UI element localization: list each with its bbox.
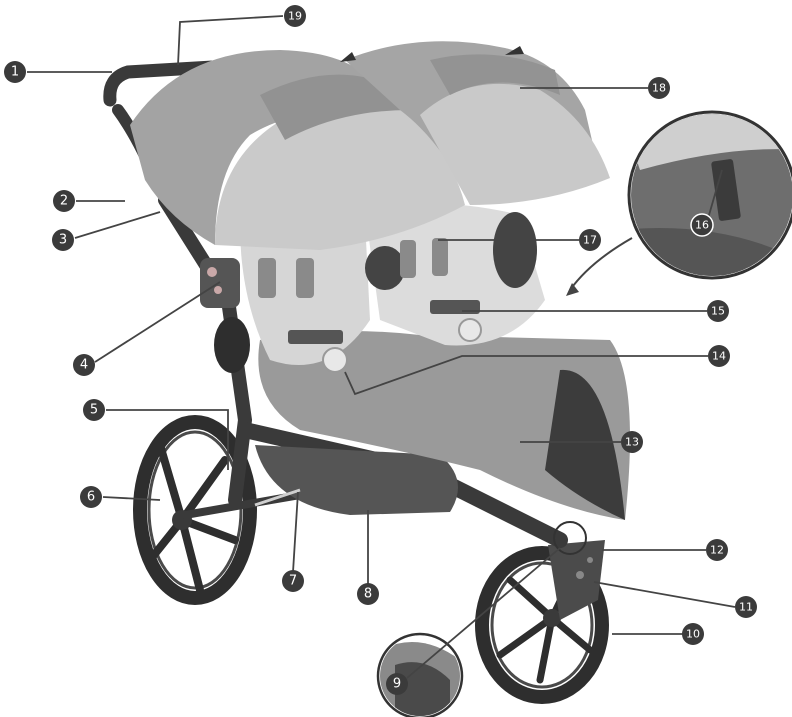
svg-text:19: 19 xyxy=(288,10,302,23)
svg-text:14: 14 xyxy=(712,350,726,363)
svg-text:15: 15 xyxy=(711,305,725,318)
callout-16: 16 xyxy=(691,214,713,236)
callout-7: 7 xyxy=(282,570,304,592)
callout-1: 1 xyxy=(4,61,26,83)
svg-text:16: 16 xyxy=(695,219,709,232)
svg-text:11: 11 xyxy=(739,601,753,614)
svg-text:4: 4 xyxy=(80,358,88,373)
svg-text:18: 18 xyxy=(652,82,666,95)
svg-text:3: 3 xyxy=(59,233,67,248)
svg-text:6: 6 xyxy=(87,490,95,505)
callout-11: 11 xyxy=(735,596,757,618)
svg-text:7: 7 xyxy=(289,574,297,589)
inset-arrow xyxy=(570,238,632,290)
callout-4: 4 xyxy=(73,354,95,376)
callout-10: 10 xyxy=(682,623,704,645)
callout-8: 8 xyxy=(357,583,379,605)
svg-text:9: 9 xyxy=(393,677,401,692)
callout-9: 9 xyxy=(386,673,408,695)
svg-text:10: 10 xyxy=(686,628,700,641)
callout-5: 5 xyxy=(83,399,105,421)
svg-text:2: 2 xyxy=(60,194,68,209)
svg-text:8: 8 xyxy=(364,587,372,602)
callout-17: 17 xyxy=(579,229,601,251)
callout-19: 19 xyxy=(284,5,306,27)
svg-text:13: 13 xyxy=(625,436,639,449)
svg-text:5: 5 xyxy=(90,403,98,418)
detail-inset-top xyxy=(620,110,792,290)
callout-6: 6 xyxy=(80,486,102,508)
stroller-illustration xyxy=(110,41,792,717)
callout-13: 13 xyxy=(621,431,643,453)
callout-3: 3 xyxy=(52,229,74,251)
svg-text:12: 12 xyxy=(710,544,724,557)
svg-text:17: 17 xyxy=(583,234,597,247)
callout-18: 18 xyxy=(648,77,670,99)
callout-12: 12 xyxy=(706,539,728,561)
svg-text:1: 1 xyxy=(11,65,19,80)
callout-14: 14 xyxy=(708,345,730,367)
callout-15: 15 xyxy=(707,300,729,322)
callout-2: 2 xyxy=(53,190,75,212)
